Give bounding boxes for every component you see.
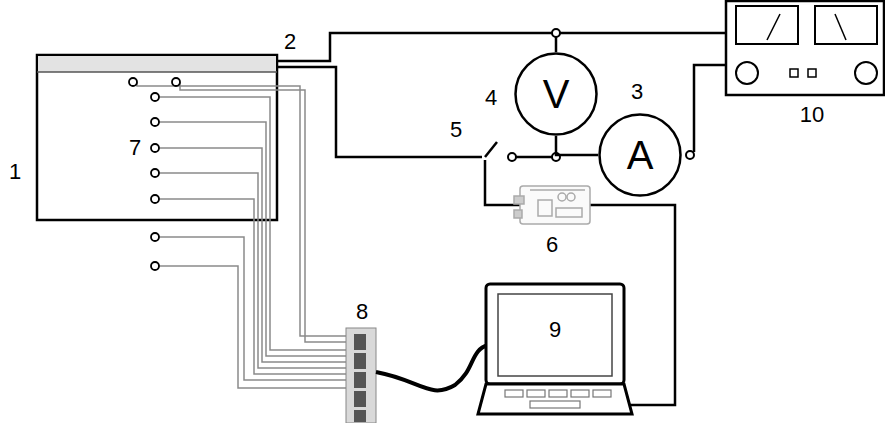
- meter-symbol: V: [543, 74, 570, 114]
- callout-number: 8: [356, 301, 368, 323]
- thermocouple-points: [129, 78, 180, 270]
- voltmeter-circle: V: [514, 52, 598, 136]
- callout-number: 7: [129, 137, 141, 159]
- usb-cable: [376, 345, 488, 390]
- data-logger-connector: [346, 328, 376, 423]
- callout-number: 6: [546, 234, 558, 256]
- callout-number: 9: [549, 319, 561, 341]
- circuit-wires: [277, 33, 725, 405]
- callout-number: 10: [800, 104, 824, 126]
- callout-number: 5: [450, 119, 462, 141]
- arduino-board: [514, 186, 590, 224]
- callout-number: 2: [284, 31, 296, 53]
- switch-blade: [485, 142, 497, 157]
- meter-symbol: A: [627, 135, 654, 175]
- laptop: [478, 284, 632, 414]
- meter-wire: [556, 136, 598, 155]
- ammeter-circle: A: [598, 113, 682, 197]
- callout-number: 1: [9, 161, 21, 183]
- power-supply: [726, 1, 884, 95]
- thermocouple-wires: [137, 82, 352, 388]
- callout-number: 3: [631, 81, 643, 103]
- tank: [37, 55, 277, 220]
- callout-number: 4: [485, 87, 497, 109]
